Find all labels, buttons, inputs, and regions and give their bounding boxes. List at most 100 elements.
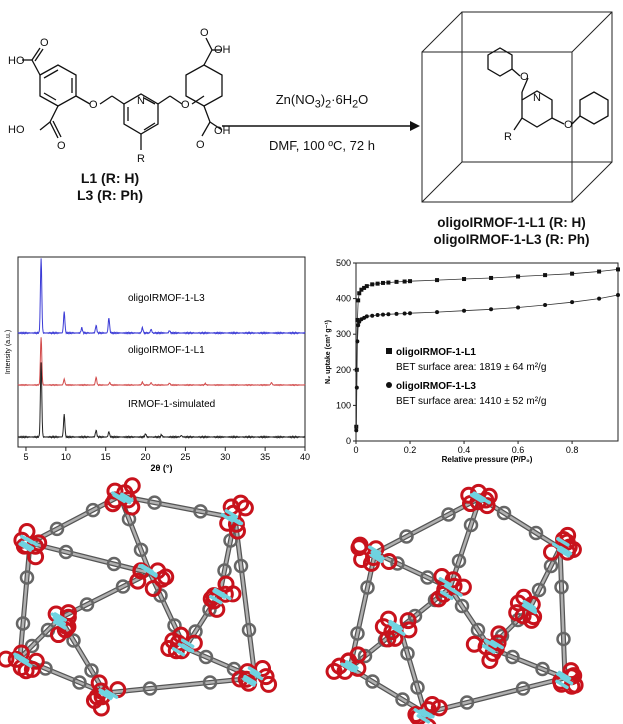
cage-structure: O N O R (421, 11, 613, 203)
data-point (597, 296, 602, 301)
phenyl-ring (556, 631, 571, 647)
data-point (616, 267, 620, 272)
atom-label: O (520, 71, 529, 83)
data-point (370, 282, 375, 287)
zn-node (345, 660, 359, 670)
plot-frame (355, 262, 619, 442)
phenyl-ring (515, 681, 531, 696)
phenyl-ring (66, 633, 81, 648)
carboxylate-ring (232, 494, 250, 512)
series-label: IRMOF-1-simulated (128, 399, 215, 410)
carboxylate-ring (129, 572, 147, 590)
x-tick-label: 35 (260, 452, 270, 462)
linker-bond (398, 626, 427, 715)
linker-bond (448, 586, 492, 650)
series-label: oligoIRMOF-1-L1 (128, 345, 205, 356)
zn-node (243, 674, 257, 685)
data-point (370, 313, 375, 318)
data-point (408, 311, 413, 316)
ligand-label: L1 (R: H) L3 (R: Ph) (40, 170, 180, 204)
zn-node (555, 679, 569, 690)
phenyl-ring (496, 505, 512, 521)
phenyl-ring (535, 661, 550, 677)
linker-bond (58, 616, 107, 695)
phenyl-ring (84, 663, 99, 678)
zn-node (369, 553, 384, 564)
y-tick-label: 100 (336, 400, 351, 410)
legend-marker (386, 382, 392, 388)
x-tick-label: 0 (353, 445, 358, 455)
phenyl-ring (554, 579, 569, 595)
carboxylate-ring (465, 635, 483, 653)
y-tick-label: 400 (336, 294, 351, 304)
y-tick-label: 300 (336, 329, 351, 339)
carboxylate-ring (423, 695, 441, 713)
zn-node (171, 647, 186, 657)
data-point (356, 323, 361, 328)
zn-node (443, 583, 458, 594)
data-point (402, 279, 407, 284)
crystal-structure-l3 (325, 483, 584, 724)
phenyl-ring (395, 692, 410, 707)
zn-node (490, 639, 504, 650)
carboxylate-ring (399, 612, 417, 630)
zn-node (209, 594, 223, 605)
zn-node (557, 670, 572, 681)
zn-node (389, 621, 404, 631)
phenyl-ring (72, 675, 87, 690)
zn-node (556, 547, 571, 558)
data-point (462, 308, 467, 313)
phenyl-ring (15, 616, 31, 631)
linker-bond (233, 516, 257, 680)
data-point (364, 314, 369, 319)
x-tick-label: 0.2 (404, 445, 417, 455)
carboxylate-ring (254, 659, 272, 677)
legend-detail: BET surface area: 1819 ± 64 m²/g (396, 362, 546, 373)
phenyl-ring (106, 556, 122, 572)
data-point (394, 279, 399, 284)
phenyl-ring (441, 507, 456, 522)
zn-node (342, 663, 357, 673)
linker-bond (373, 496, 482, 555)
x-tick-label: 15 (101, 452, 111, 462)
zn-node (438, 577, 453, 587)
data-point (381, 280, 386, 285)
x-tick-label: 20 (141, 452, 151, 462)
x-tick-label: 0.4 (458, 445, 471, 455)
zn-node (483, 638, 498, 649)
carboxylate-ring (523, 611, 541, 629)
carboxylate-ring (514, 607, 532, 625)
carboxylate-ring (202, 590, 220, 608)
zn-node (18, 658, 33, 668)
legend-marker (386, 348, 392, 354)
x-tick-label: 40 (300, 452, 310, 462)
zn-node (177, 642, 192, 653)
data-point (386, 280, 391, 285)
zn-node (99, 689, 114, 700)
x-axis-label: Relative pressure (P/P₀) (442, 455, 533, 464)
atom-label: N (137, 95, 145, 107)
ligand-label-l3: L3 (R: Ph) (76, 187, 144, 203)
atom-label: O (57, 140, 66, 152)
y-tick-label: 0 (346, 436, 351, 446)
legend-name: oligoIRMOF-1-L1 (396, 347, 476, 358)
carboxylate-ring (559, 526, 577, 544)
carboxylate-ring (144, 579, 162, 597)
data-point (381, 312, 386, 317)
data-point (355, 317, 360, 322)
data-point (394, 311, 399, 316)
phenyl-ring (142, 681, 158, 696)
carboxylate-ring (172, 626, 190, 644)
zn-node (138, 564, 152, 574)
x-tick-label: 10 (61, 452, 71, 462)
phenyl-ring (410, 680, 425, 695)
carboxylate-ring (153, 570, 171, 588)
zn-node (52, 616, 66, 626)
atom-label: R (137, 153, 145, 165)
zn-node (482, 643, 496, 654)
phenyl-ring (19, 570, 35, 585)
zn-node (371, 550, 385, 561)
data-point (375, 281, 380, 286)
atom-label: O (181, 99, 190, 111)
